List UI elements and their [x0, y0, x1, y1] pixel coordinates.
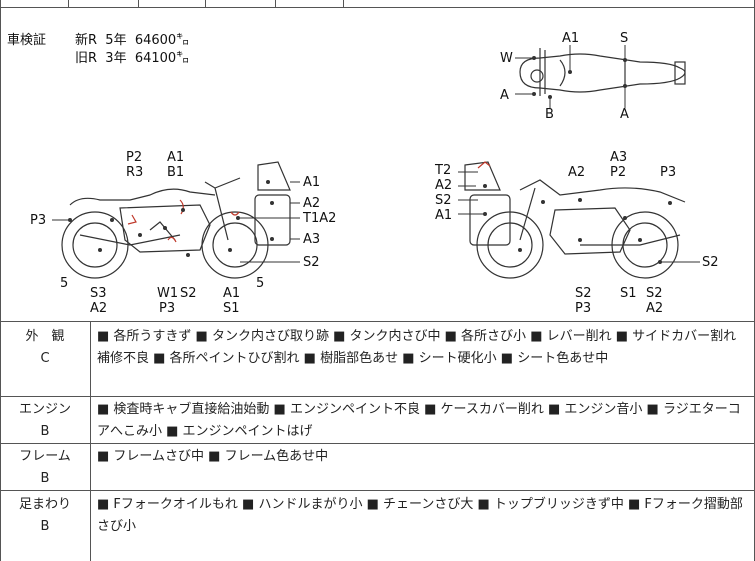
row-engine-text: ■ 検査時キャブ直接給油始動 ■ エンジンペイント不良 ■ ケースカバー削れ ■… — [97, 402, 741, 439]
left-label-a1-right: A1 — [303, 175, 321, 190]
row-frame-text: ■ フレームさび中 ■ フレーム色あせ中 — [97, 449, 329, 464]
shaken-new: 新R 5年 64600㌔ — [75, 33, 190, 48]
right-label-s2-bottom2: S2 — [646, 286, 663, 301]
right-label-s2-left: S2 — [435, 193, 452, 208]
motorcycle-diagrams — [52, 45, 700, 279]
left-label-5a: 5 — [60, 276, 69, 291]
left-label-a1-bottom: A1 — [223, 286, 241, 301]
right-label-p3-bottom: P3 — [575, 301, 592, 316]
right-label-a2-bottom: A2 — [646, 301, 664, 316]
row-engine-label: エンジン — [18, 402, 71, 417]
right-label-s1: S1 — [620, 286, 637, 301]
top-label-a: A — [500, 88, 509, 103]
right-label-a1-left: A1 — [435, 208, 453, 223]
top-view-bike-icon — [519, 48, 686, 96]
row-exterior-text: ■ 各所うすきず ■ タンク内さび取り跡 ■ タンク内さび中 ■ 各所さび小 ■… — [97, 329, 737, 366]
right-label-s2-right: S2 — [702, 255, 719, 270]
row-frame-grade: B — [40, 471, 50, 486]
top-label-a1: A1 — [562, 31, 580, 46]
row-suspension-grade: B — [40, 519, 50, 534]
left-label-a3: A3 — [303, 232, 321, 247]
right-label-t2: T2 — [435, 163, 452, 178]
left-label-b1: B1 — [167, 165, 185, 180]
left-label-s2-bottom: S2 — [180, 286, 197, 301]
left-label-a1-top: A1 — [167, 150, 185, 165]
right-view-bike-icon — [464, 161, 686, 279]
left-label-a2-bottom: A2 — [90, 301, 108, 316]
right-label-a2-left: A2 — [435, 178, 453, 193]
left-label-s1: S1 — [223, 301, 240, 316]
left-label-r3: R3 — [126, 165, 144, 180]
row-exterior-label: 外 観 — [25, 329, 65, 344]
right-label-p2: P2 — [610, 165, 627, 180]
left-label-s3: S3 — [90, 286, 107, 301]
left-label-s2: S2 — [303, 255, 320, 270]
left-label-p3-bottom: P3 — [159, 301, 176, 316]
top-label-s: S — [620, 31, 629, 46]
row-frame-label: フレーム — [19, 449, 71, 464]
top-label-w: W — [500, 51, 513, 66]
top-label-a2: A — [620, 107, 629, 122]
left-label-p2: P2 — [126, 150, 143, 165]
left-view-bike-icon — [61, 161, 291, 279]
left-label-w1: W1 — [157, 286, 179, 301]
row-exterior-grade: C — [40, 351, 50, 366]
right-label-a3: A3 — [610, 150, 628, 165]
shaken-label: 車検証 — [7, 33, 47, 48]
top-label-b: B — [545, 107, 554, 122]
shaken-old: 旧R 3年 64100㌔ — [75, 51, 190, 66]
left-label-5b: 5 — [256, 276, 265, 291]
right-label-a2-top: A2 — [568, 165, 586, 180]
right-label-s2-bottom: S2 — [575, 286, 592, 301]
row-suspension-label: 足まわり — [18, 497, 71, 512]
left-label-a2: A2 — [303, 196, 321, 211]
right-label-p3-top: P3 — [660, 165, 677, 180]
row-engine-grade: B — [40, 424, 50, 439]
left-label-p3: P3 — [30, 213, 47, 228]
row-suspension-text: ■ Fフォークオイルもれ ■ ハンドルまがり小 ■ チェーンさび大 ■ トップブ… — [97, 497, 743, 534]
left-label-t1a2: T1A2 — [303, 211, 337, 226]
